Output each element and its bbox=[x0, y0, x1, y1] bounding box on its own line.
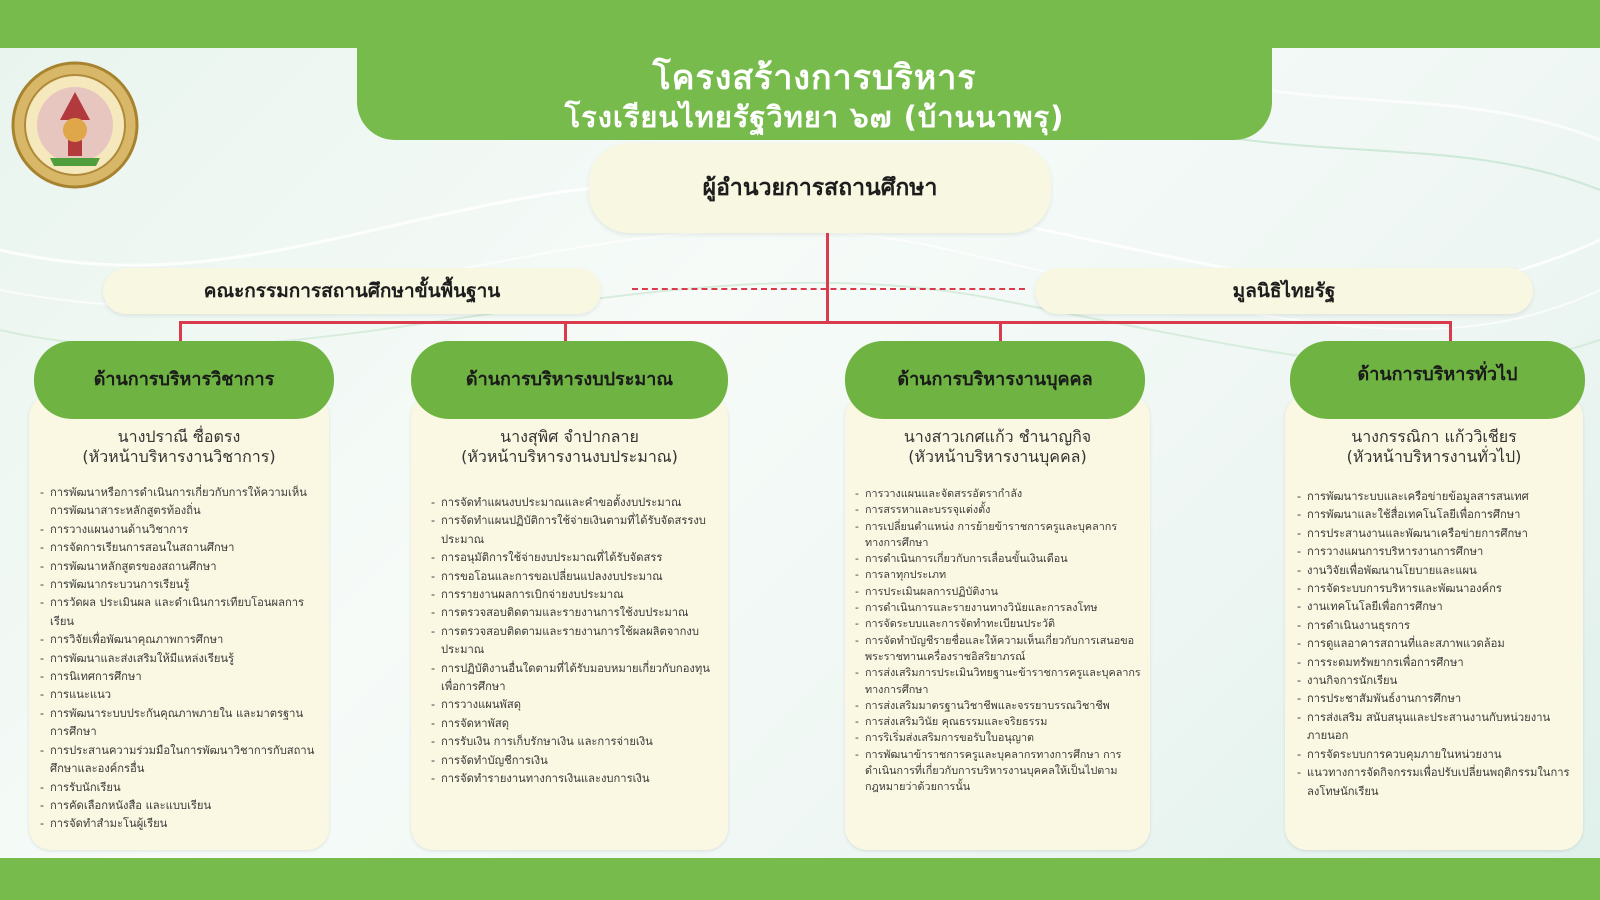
list-item: การแนะแนว bbox=[40, 686, 320, 705]
list-item: การจัดทำรายงานทางการเงินและงบการเงิน bbox=[431, 770, 716, 789]
list-item: การสรรหาและบรรจุแต่งตั้ง bbox=[855, 502, 1145, 519]
connector-drop-3 bbox=[999, 321, 1002, 341]
task-list-personnel: การวางแผนและจัดสรรอัตรากำลัง การสรรหาและ… bbox=[855, 486, 1145, 796]
department-head-budget: นางสุพิศ จำปากลาย (หัวหน้าบริหารงานงบประ… bbox=[411, 427, 728, 467]
list-item: การพัฒนาข้าราชการครูและบุคลากรทางการศึกษ… bbox=[855, 747, 1145, 796]
list-item: การวางแผนและจัดสรรอัตรากำลัง bbox=[855, 486, 1145, 503]
list-item: การจัดระบบการบริหารและพัฒนาองค์กร bbox=[1297, 580, 1579, 599]
list-item: การดำเนินการเกี่ยวกับการเลื่อนขั้นเงินเด… bbox=[855, 551, 1145, 568]
list-item: การอนุมัติการใช้จ่ายงบประมาณที่ได้รับจัด… bbox=[431, 549, 716, 568]
list-item: การประเมินผลการปฏิบัติงาน bbox=[855, 584, 1145, 601]
list-item: การพัฒนาหลักสูตรของสถานศึกษา bbox=[40, 558, 320, 577]
school-name: โรงเรียนไทยรัฐวิทยา ๖๗ (บ้านนาพรุ) bbox=[564, 100, 1065, 134]
list-item: การจัดทำบัญชีการเงิน bbox=[431, 752, 716, 771]
list-item: การจัดระบบการควบคุมภายในหน่วยงาน bbox=[1297, 746, 1579, 765]
head-name: นางสุพิศ จำปากลาย bbox=[500, 427, 639, 446]
list-item: การจัดทำสำมะโนผู้เรียน bbox=[40, 815, 320, 834]
list-item: การริเริ่มส่งเสริมการขอรับใบอนุญาต bbox=[855, 730, 1145, 747]
list-item: การคัดเลือกหนังสือ และแบบเรียน bbox=[40, 797, 320, 816]
foundation-box: มูลนิธิไทยรัฐ bbox=[1035, 268, 1533, 314]
head-name: นางกรรณิกา แก้ววิเชียร bbox=[1351, 427, 1517, 446]
list-item: แนวทางการจัดกิจกรรมเพื่อปรับเปลี่ยนพฤติก… bbox=[1297, 764, 1579, 801]
list-item: การดำเนินการและรายงานทางวินัยและการลงโทษ bbox=[855, 600, 1145, 617]
task-list-budget: การจัดทำแผนงบประมาณและคำขอตั้งงบประมาณ ก… bbox=[431, 494, 716, 789]
connector-horizontal bbox=[179, 321, 1452, 324]
list-item: การส่งเสริมวินัย คุณธรรมและจริยธรรม bbox=[855, 714, 1145, 731]
list-item: การเปลี่ยนตำแหน่ง การย้ายข้าราชการครูและ… bbox=[855, 519, 1145, 552]
list-item: การดำเนินงานธุรการ bbox=[1297, 617, 1579, 636]
list-item: การขอโอนและการขอเปลี่ยนแปลงงบประมาณ bbox=[431, 568, 716, 587]
list-item: การรับเงิน การเก็บรักษาเงิน และการจ่ายเง… bbox=[431, 733, 716, 752]
list-item: การรายงานผลการเบิกจ่ายงบประมาณ bbox=[431, 586, 716, 605]
list-item: การจัดทำแผนงบประมาณและคำขอตั้งงบประมาณ bbox=[431, 494, 716, 513]
list-item: การดูแลอาคารสถานที่และสภาพแวดล้อม bbox=[1297, 635, 1579, 654]
head-name: นางสาวเกศแก้ว ชำนาญกิจ bbox=[903, 427, 1092, 446]
department-title-budget: ด้านการบริหารงบประมาณ bbox=[411, 341, 728, 419]
list-item: การจัดระบบและการจัดทำทะเบียนประวัติ bbox=[855, 616, 1145, 633]
list-item: การลาทุกประเภท bbox=[855, 567, 1145, 584]
list-item: การส่งเสริม สนับสนุนและประสานงานกับหน่วย… bbox=[1297, 709, 1579, 746]
connector-drop-2 bbox=[564, 321, 567, 341]
head-role: (หัวหน้าบริหารงานงบประมาณ) bbox=[461, 447, 678, 466]
page-title: โครงสร้างการบริหาร bbox=[652, 58, 977, 98]
list-item: การจัดการเรียนการสอนในสถานศึกษา bbox=[40, 539, 320, 558]
task-list-general: การพัฒนาระบบและเครือข่ายข้อมูลสารสนเทศ ก… bbox=[1297, 488, 1579, 801]
list-item: การพัฒนาและใช้สื่อเทคโนโลยีเพื่อการศึกษา bbox=[1297, 506, 1579, 525]
list-item: การประสานความร่วมมือในการพัฒนาวิชาการกับ… bbox=[40, 742, 320, 779]
department-head-personnel: นางสาวเกศแก้ว ชำนาญกิจ (หัวหน้าบริหารงาน… bbox=[845, 427, 1150, 467]
list-item: การระดมทรัพยากรเพื่อการศึกษา bbox=[1297, 654, 1579, 673]
list-item: การตรวจสอบติดตามและรายงานการใช้ผลผลิตจาก… bbox=[431, 623, 716, 660]
list-item: งานวิจัยเพื่อพัฒนานโยบายและแผน bbox=[1297, 562, 1579, 581]
head-name: นางปราณี ซื่อตรง bbox=[117, 427, 241, 446]
school-emblem-icon bbox=[11, 61, 139, 189]
department-head-academic: นางปราณี ซื่อตรง (หัวหน้าบริหารงานวิชากา… bbox=[29, 427, 329, 467]
task-list-academic: การพัฒนาหรือการดำเนินการเกี่ยวกับการให้ค… bbox=[40, 484, 320, 834]
list-item: การวางแผนการบริหารงานการศึกษา bbox=[1297, 543, 1579, 562]
connector-drop-4 bbox=[1449, 321, 1452, 341]
department-head-general: นางกรรณิกา แก้ววิเชียร (หัวหน้าบริหารงาน… bbox=[1285, 427, 1583, 467]
connector-drop-1 bbox=[179, 321, 182, 341]
list-item: การวัดผล ประเมินผล และดำเนินการเทียบโอนผ… bbox=[40, 594, 320, 631]
list-item: การพัฒนาหรือการดำเนินการเกี่ยวกับการให้ค… bbox=[40, 484, 320, 521]
department-title-academic: ด้านการบริหารวิชาการ bbox=[34, 341, 334, 419]
connector-dashed bbox=[632, 288, 1025, 290]
list-item: การวางแผนพัสดุ bbox=[431, 696, 716, 715]
list-item: การจัดหาพัสดุ bbox=[431, 715, 716, 734]
head-role: (หัวหน้าบริหารงานวิชาการ) bbox=[82, 447, 276, 466]
list-item: การพัฒนาและส่งเสริมให้มีแหล่งเรียนรู้ bbox=[40, 650, 320, 669]
list-item: การตรวจสอบติดตามและรายงานการใช้งบประมาณ bbox=[431, 604, 716, 623]
title-banner: โครงสร้างการบริหาร โรงเรียนไทยรัฐวิทยา ๖… bbox=[357, 40, 1272, 140]
list-item: การนิเทศการศึกษา bbox=[40, 668, 320, 687]
list-item: การวิจัยเพื่อพัฒนาคุณภาพการศึกษา bbox=[40, 631, 320, 650]
head-role: (หัวหน้าบริหารงานทั่วไป) bbox=[1346, 447, 1522, 466]
list-item: งานกิจการนักเรียน bbox=[1297, 672, 1579, 691]
list-item: การวางแผนงานด้านวิชาการ bbox=[40, 521, 320, 540]
list-item: การประสานงานและพัฒนาเครือข่ายการศึกษา bbox=[1297, 525, 1579, 544]
list-item: งานเทคโนโลยีเพื่อการศึกษา bbox=[1297, 598, 1579, 617]
department-title-general: ด้านการบริหารทั่วไป bbox=[1290, 341, 1585, 419]
list-item: การจัดทำแผนปฏิบัติการใช้จ่ายเงินตามที่ได… bbox=[431, 512, 716, 549]
head-role: (หัวหน้าบริหารงานบุคคล) bbox=[908, 447, 1087, 466]
list-item: การประชาสัมพันธ์งานการศึกษา bbox=[1297, 690, 1579, 709]
list-item: การพัฒนาระบบประกันคุณภาพภายใน และมาตรฐาน… bbox=[40, 705, 320, 742]
list-item: การส่งเสริมการประเมินวิทยฐานะข้าราชการคร… bbox=[855, 665, 1145, 698]
department-title-personnel: ด้านการบริหารงานบุคคล bbox=[845, 341, 1145, 419]
connector-director-down bbox=[826, 233, 829, 323]
list-item: การพัฒนากระบวนการเรียนรู้ bbox=[40, 576, 320, 595]
committee-box: คณะกรรมการสถานศึกษาขั้นพื้นฐาน bbox=[103, 268, 601, 314]
list-item: การรับนักเรียน bbox=[40, 779, 320, 798]
list-item: การส่งเสริมมาตรฐานวิชาชีพและจรรยาบรรณวิช… bbox=[855, 698, 1145, 715]
bottom-green-band bbox=[0, 858, 1600, 900]
director-box: ผู้อำนวยการสถานศึกษา bbox=[589, 143, 1051, 233]
list-item: การจัดทำบัญชีรายชื่อและให้ความเห็นเกี่ยว… bbox=[855, 633, 1145, 666]
list-item: การพัฒนาระบบและเครือข่ายข้อมูลสารสนเทศ bbox=[1297, 488, 1579, 507]
list-item: การปฏิบัติงานอื่นใดตามที่ได้รับมอบหมายเก… bbox=[431, 660, 716, 697]
